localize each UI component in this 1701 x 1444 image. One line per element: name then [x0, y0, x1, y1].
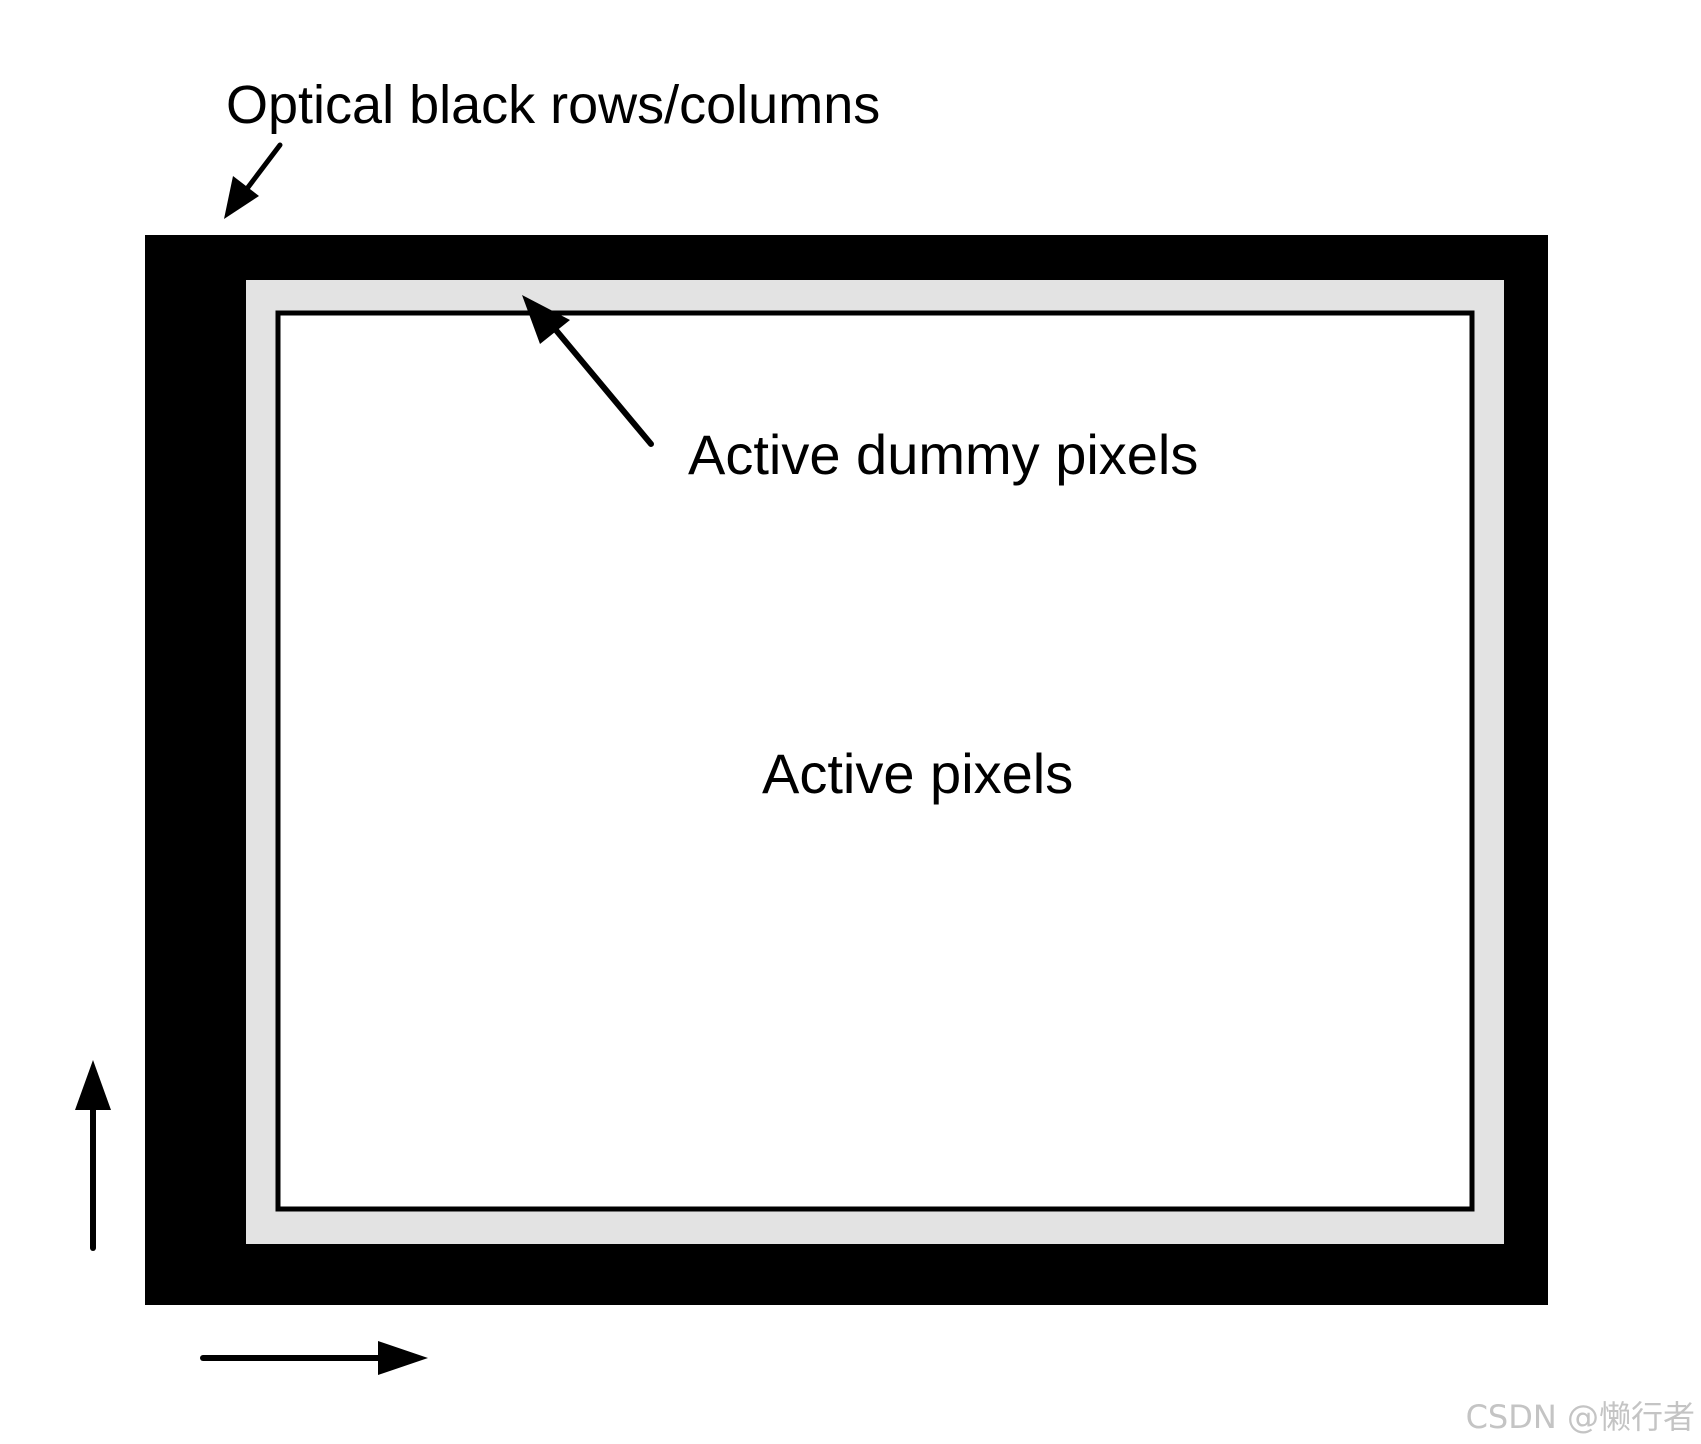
active-pixels-region [275, 310, 1475, 1212]
active-dummy-pointer-arrow [522, 295, 654, 447]
optical-black-pointer-arrow [224, 142, 283, 219]
active-pixels-label: Active pixels [762, 742, 1073, 805]
active-dummy-label: Active dummy pixels [688, 423, 1198, 486]
watermark-text: CSDN @懒行者 [1466, 1398, 1695, 1436]
arrow-up-icon [75, 1060, 111, 1251]
optical-black-label: Optical black rows/columns [226, 75, 880, 135]
arrow-right-icon [200, 1341, 428, 1375]
